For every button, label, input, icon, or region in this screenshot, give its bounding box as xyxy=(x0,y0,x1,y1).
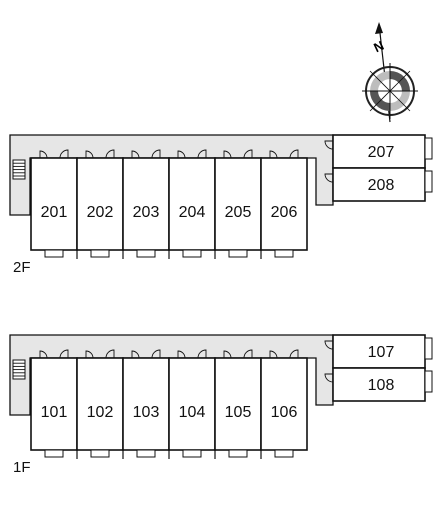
balcony xyxy=(44,449,64,458)
balcony xyxy=(136,249,156,258)
unit-104: 104 xyxy=(168,349,216,459)
door-icon xyxy=(324,173,334,183)
unit-105: 105 xyxy=(214,349,262,459)
unit-208: 208 xyxy=(324,167,433,202)
balcony xyxy=(424,170,433,193)
floor-label: 1F xyxy=(13,459,31,476)
door-icon xyxy=(85,349,115,359)
balcony xyxy=(182,249,202,258)
door-icon xyxy=(177,349,207,359)
door-icon xyxy=(324,140,334,150)
door-icon xyxy=(223,149,253,159)
balcony xyxy=(90,449,110,458)
unit-number: 202 xyxy=(87,204,114,221)
balcony xyxy=(182,449,202,458)
unit-106: 106 xyxy=(260,349,308,459)
balcony xyxy=(136,449,156,458)
balcony xyxy=(424,137,433,160)
door-icon xyxy=(39,349,69,359)
unit-207: 207 xyxy=(324,134,433,169)
balcony xyxy=(44,249,64,258)
balcony xyxy=(274,449,294,458)
unit-205: 205 xyxy=(214,149,262,259)
balcony xyxy=(90,249,110,258)
unit-101: 101 xyxy=(30,349,78,458)
floor-1f: 101 102 103 104 105 106 107 108 1F xyxy=(9,334,433,476)
unit-number: 207 xyxy=(368,144,395,161)
door-icon xyxy=(324,373,334,383)
balcony xyxy=(274,249,294,258)
door-icon xyxy=(223,349,253,359)
unit-number: 203 xyxy=(133,204,160,221)
compass-icon: N xyxy=(362,22,418,123)
unit-number: 106 xyxy=(271,404,298,421)
balcony xyxy=(228,449,248,458)
unit-number: 103 xyxy=(133,404,160,421)
unit-107: 107 xyxy=(324,334,433,369)
unit-202: 202 xyxy=(76,149,124,259)
door-icon xyxy=(324,340,334,350)
unit-number: 205 xyxy=(225,204,252,221)
unit-103: 103 xyxy=(122,349,170,459)
door-icon xyxy=(177,149,207,159)
compass-north-label: N xyxy=(371,38,386,56)
unit-201: 201 xyxy=(30,149,78,258)
unit-number: 206 xyxy=(271,204,298,221)
unit-203: 203 xyxy=(122,149,170,259)
door-icon xyxy=(269,149,299,159)
floor-label: 2F xyxy=(13,259,31,276)
unit-number: 105 xyxy=(225,404,252,421)
floor-2f: 201 202 203 204 205 206 207 208 2F xyxy=(9,134,433,276)
staircase-icon xyxy=(12,359,26,380)
unit-number: 108 xyxy=(368,377,395,394)
unit-number: 104 xyxy=(179,404,206,421)
door-icon xyxy=(269,349,299,359)
unit-number: 201 xyxy=(41,204,68,221)
staircase-icon xyxy=(12,159,26,180)
unit-number: 204 xyxy=(179,204,206,221)
unit-number: 101 xyxy=(41,404,68,421)
balcony xyxy=(424,370,433,393)
unit-204: 204 xyxy=(168,149,216,259)
unit-108: 108 xyxy=(324,367,433,402)
door-icon xyxy=(131,149,161,159)
door-icon xyxy=(39,149,69,159)
unit-206: 206 xyxy=(260,149,308,259)
door-icon xyxy=(85,149,115,159)
unit-number: 107 xyxy=(368,344,395,361)
balcony xyxy=(424,337,433,360)
unit-102: 102 xyxy=(76,349,124,459)
balcony xyxy=(228,249,248,258)
door-icon xyxy=(131,349,161,359)
unit-number: 102 xyxy=(87,404,114,421)
unit-number: 208 xyxy=(368,177,395,194)
